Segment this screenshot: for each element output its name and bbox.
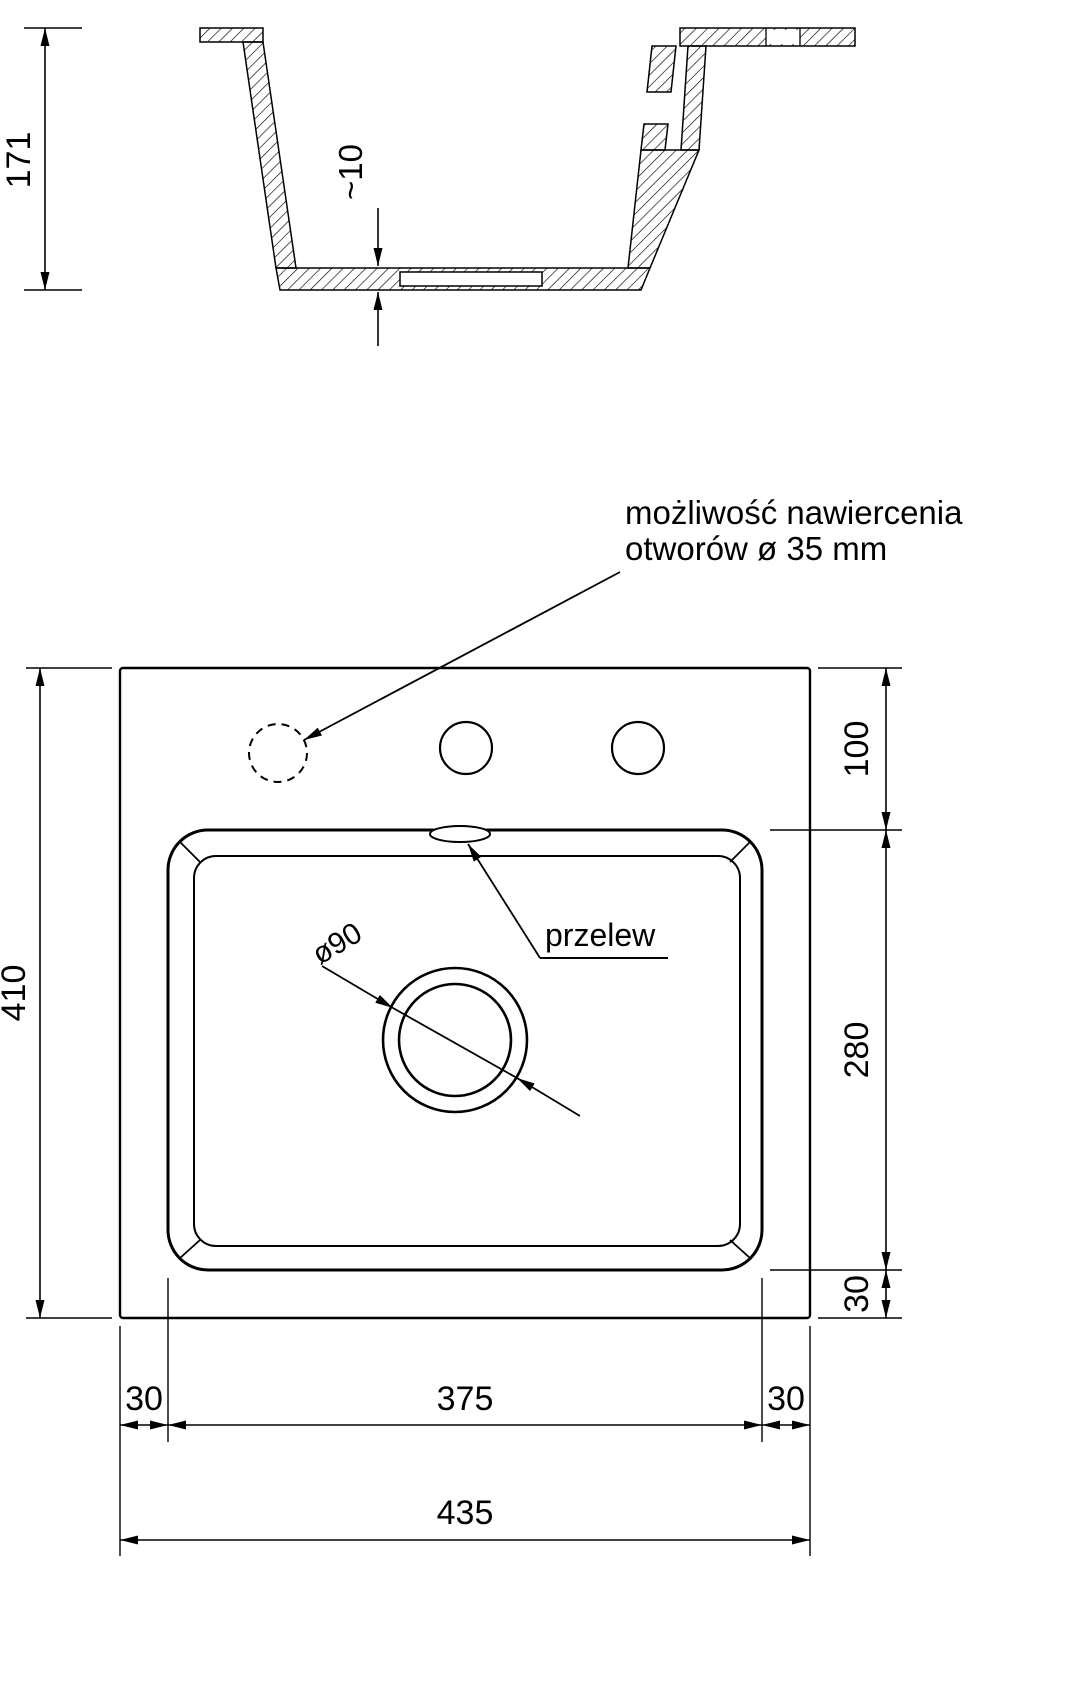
dim-label-bottom-thickness: ~10 (332, 144, 369, 200)
right-wall-lower-section (627, 149, 701, 269)
dim-label-375: 375 (437, 1380, 494, 1418)
sink-outer-outline (118, 666, 812, 1320)
dim-label-30-left: 30 (125, 1380, 163, 1418)
basin-inner-outline (193, 855, 741, 1247)
right-wall-upper-section (646, 45, 677, 93)
drill-note-leader-arrow (303, 571, 621, 741)
overflow-label: przelew (545, 917, 656, 953)
basin-corner-edge-bl (179, 1239, 201, 1259)
drain-diameter-line (392, 1007, 518, 1079)
plan-view: ø90 przelew możliwość nawiercenia otworó… (0, 494, 963, 1556)
drain-outer-circle (381, 966, 529, 1114)
drill-note-line-2: otworów ø 35 mm (625, 530, 887, 567)
dim-label-280: 280 (838, 1022, 876, 1079)
overflow-slot (429, 825, 491, 843)
dim-label-435: 435 (437, 1494, 494, 1532)
faucet-hole-center (438, 720, 494, 776)
right-wall-mid-section (640, 123, 669, 151)
overflow-leader-arrow (467, 843, 541, 959)
faucet-hole-right (610, 720, 666, 776)
basin-corner-edge-tl (179, 841, 201, 863)
drain-fitting-section (399, 271, 543, 287)
dim-label-30-right-side: 30 (838, 1275, 876, 1313)
overflow-channel-wall-section (680, 45, 707, 151)
faucet-hole-optional-dashed (248, 723, 308, 783)
drill-note-line-1: możliwość nawiercenia (625, 494, 963, 531)
basin-corner-edge-tr (729, 841, 751, 863)
section-view: 171 ~10 (0, 27, 856, 346)
drain-diameter-arrow-lower (516, 1077, 581, 1117)
left-wall-section (242, 41, 297, 269)
right-flange-notch (766, 30, 800, 44)
basin-corner-edge-br (729, 1239, 751, 1259)
dim-label-30-right: 30 (767, 1380, 805, 1418)
drain-inner-circle (397, 982, 513, 1098)
dim-label-171: 171 (0, 132, 38, 189)
dim-label-410: 410 (0, 965, 33, 1022)
left-rim-flange (199, 27, 264, 43)
drain-diameter-arrow-upper (321, 965, 394, 1009)
dim-label-100: 100 (838, 721, 876, 778)
